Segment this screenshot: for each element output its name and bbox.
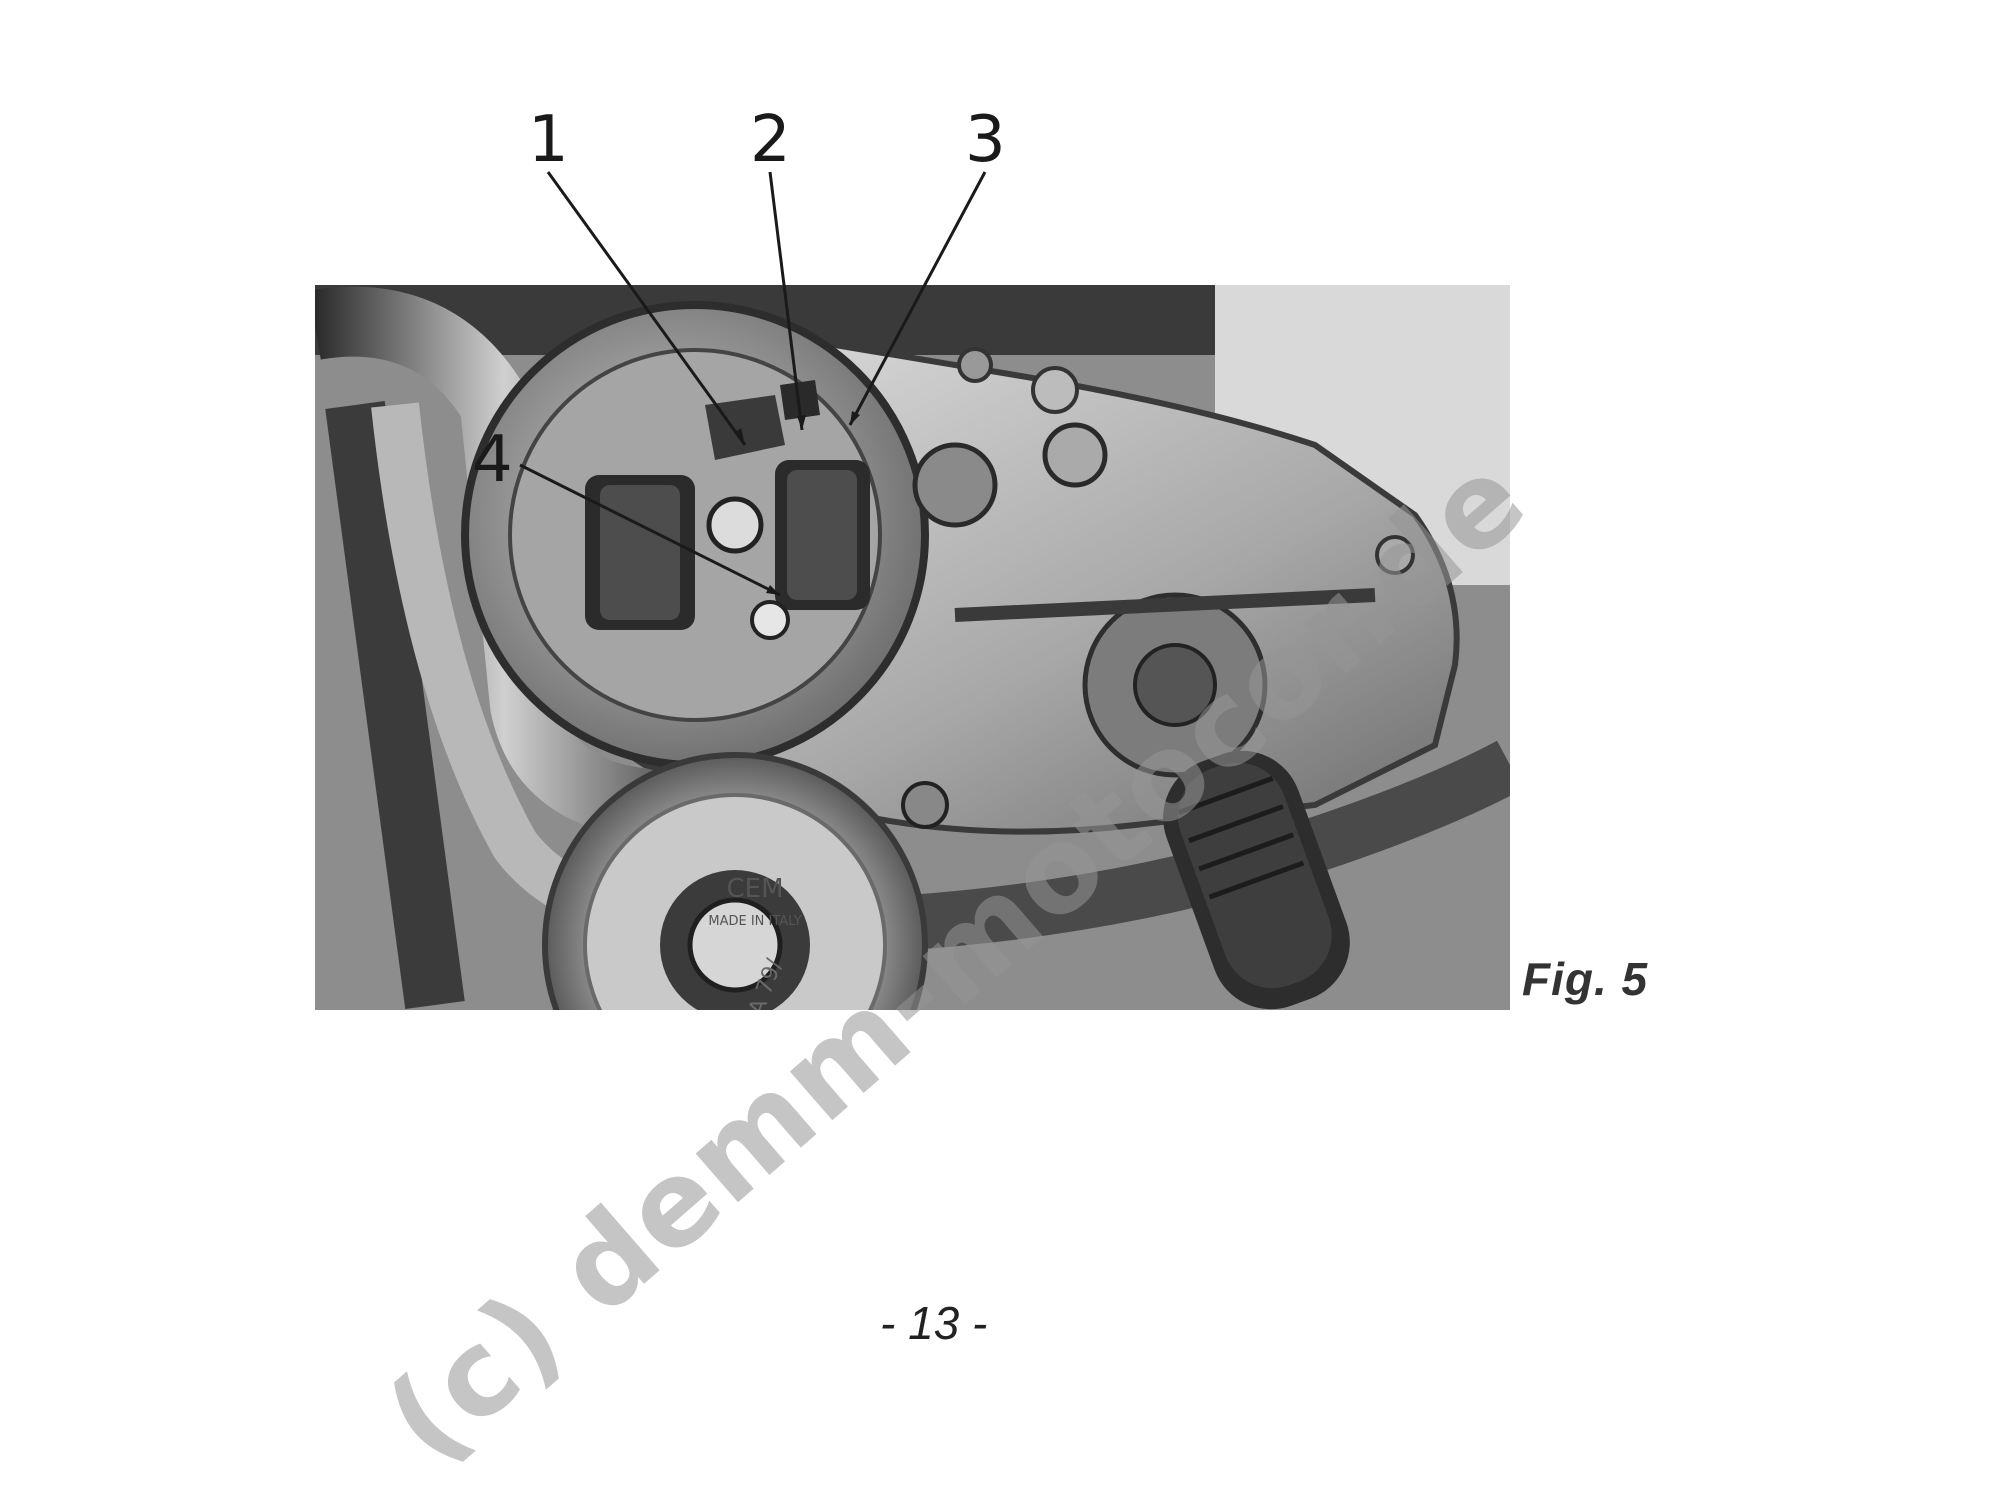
- rotor-made-in-text: MADE IN ITALY: [708, 914, 801, 929]
- figure-caption: Fig. 5: [1522, 953, 1649, 1005]
- callout-number-2: 2: [750, 103, 791, 177]
- callout-number-1: 1: [528, 103, 569, 177]
- rotor-brand-text: CEM: [726, 874, 783, 904]
- callout-number-3: 3: [965, 103, 1006, 177]
- page-number: - 13 -: [880, 1297, 988, 1349]
